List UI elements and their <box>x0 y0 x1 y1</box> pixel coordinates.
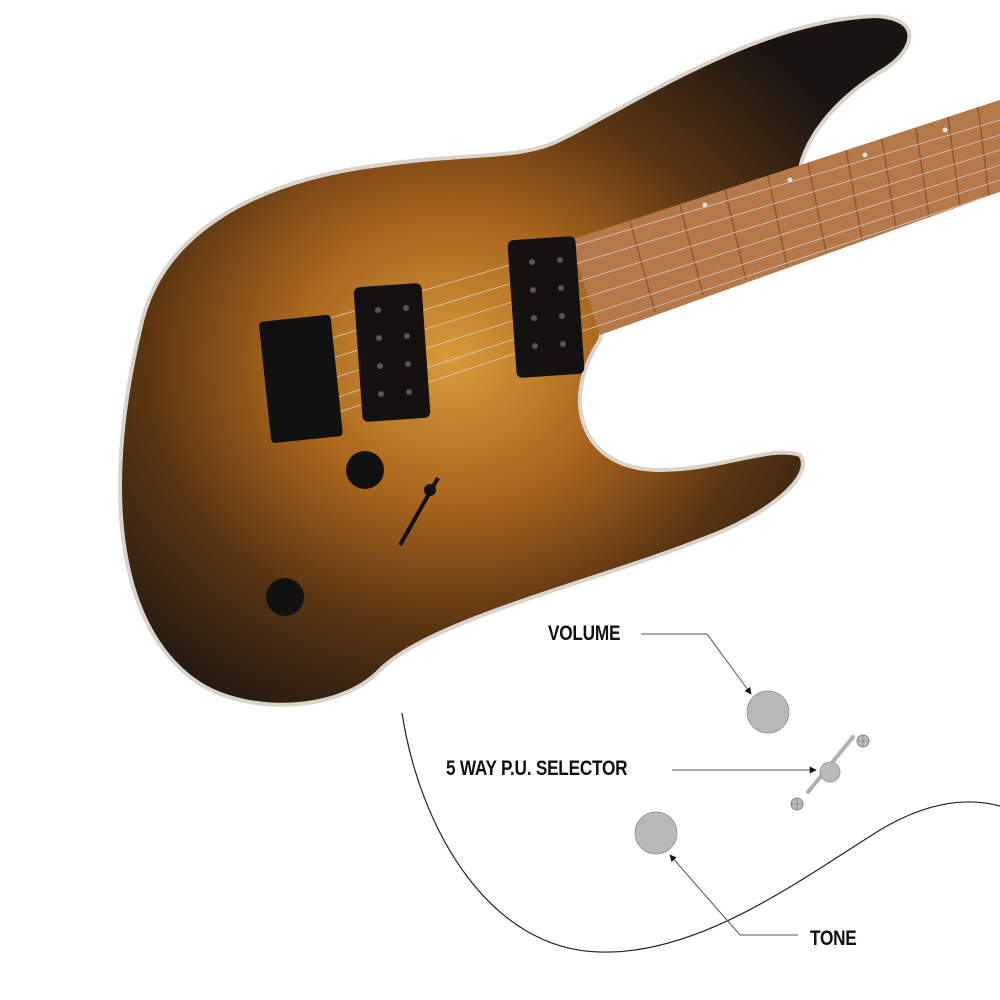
volume-leader-arrow <box>641 633 752 695</box>
tone-label: TONE <box>810 927 857 950</box>
body-outline-curve <box>401 712 1000 953</box>
volume-label: VOLUME <box>548 622 621 645</box>
pickup-poles <box>375 257 566 397</box>
screw-icon <box>790 797 804 811</box>
bridge <box>259 314 343 443</box>
tone-leader-arrow <box>669 854 798 936</box>
guitar-body <box>118 13 912 707</box>
selector-switch-diagram <box>790 734 870 811</box>
neck-pickup <box>507 236 585 378</box>
fretboard <box>570 100 1000 335</box>
screw-icon <box>856 734 870 748</box>
tone-knob-diagram <box>634 811 678 855</box>
selector-label: 5 WAY P.U. SELECTOR <box>446 757 628 780</box>
body-tone-knob <box>266 578 304 616</box>
volume-knob-diagram <box>746 690 790 734</box>
body-volume-knob <box>346 451 384 489</box>
bridge-pickup <box>353 283 431 422</box>
